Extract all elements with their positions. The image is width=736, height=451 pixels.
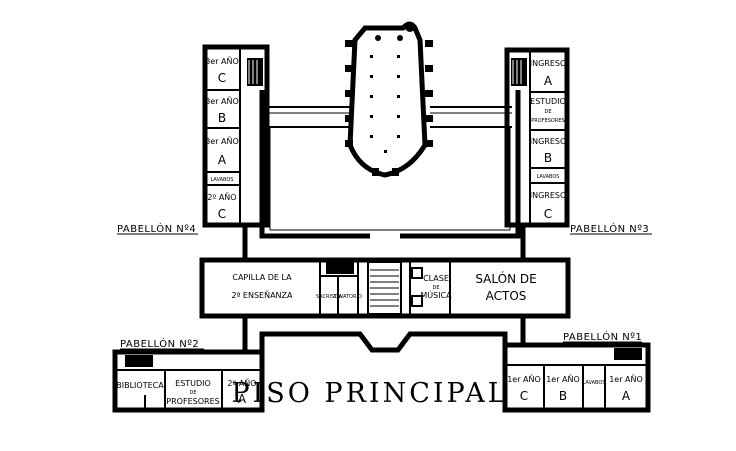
room-sacristia-label: SACRISTÍA xyxy=(316,293,343,300)
church-buttresses xyxy=(345,22,433,176)
room-ingreso-b-letter: B xyxy=(544,151,552,165)
pavilion-3-label: PABELLÓN Nº3 xyxy=(570,222,649,235)
room-ingreso-a-label: INGRESO xyxy=(530,59,567,68)
room-3a-letter: A xyxy=(218,153,227,167)
room-lavabos-left-label: LAVABOS xyxy=(211,177,234,183)
room-ingreso-c-letter: C xyxy=(544,207,552,221)
room-biblioteca-label: BIBLIOTECA xyxy=(116,381,164,390)
room-capilla-line2: 2ª ENSEÑANZA xyxy=(232,290,293,300)
room-estudio-left-line2: DE xyxy=(189,390,196,396)
room-ingreso-a-letter: A xyxy=(544,74,553,88)
room-1c-label: 1er AÑO xyxy=(507,374,541,384)
room-lavabos-right-label: LAVABOS xyxy=(537,174,560,180)
room-clase-musica-line1: CLASE xyxy=(423,274,449,283)
room-3c-letter: C xyxy=(218,71,226,85)
courtyard xyxy=(259,90,521,239)
room-estudio-right-line3: PROFESORES xyxy=(531,118,564,124)
room-1a-label: 1er AÑO xyxy=(609,374,643,384)
room-1b-letter: B xyxy=(559,389,567,403)
room-3b-label: 3er AÑO xyxy=(205,96,239,106)
room-2a-letter: A xyxy=(238,392,247,406)
bottom-left-wing xyxy=(112,349,265,413)
room-salon-line2: ACTOS xyxy=(486,289,527,303)
room-2c-label: 2º AÑO xyxy=(207,192,236,202)
room-clase-musica-line2: DE xyxy=(432,285,439,291)
room-salon-line1: SALÓN DE xyxy=(475,271,536,286)
room-lavatorio-label: LAVATORIO xyxy=(334,294,362,300)
room-3c-label: 3er AÑO xyxy=(205,56,239,66)
room-estudio-right-line1: ESTUDIO xyxy=(530,97,566,106)
plan-title: PISO PRINCIPAL xyxy=(231,378,508,409)
pavilion-2-label: PABELLÓN Nº2 xyxy=(120,337,199,350)
room-lavabos-bottom-label: LAVABOS xyxy=(583,380,606,386)
room-estudio-left-line3: PROFESORES xyxy=(166,397,219,406)
room-3a-label: 3er AÑO xyxy=(205,136,239,146)
church xyxy=(345,21,433,178)
room-3b-letter: B xyxy=(218,111,226,125)
lower-corridor xyxy=(242,316,526,410)
pavilion-1-label: PABELLÓN Nº1 xyxy=(563,330,642,343)
room-ingreso-b-label: INGRESO xyxy=(530,137,567,146)
left-wing xyxy=(202,44,270,260)
bottom-right-wing xyxy=(502,342,651,413)
room-1a-letter: A xyxy=(622,389,631,403)
church-corridors xyxy=(268,106,512,128)
room-ingreso-c-label: INGRESO xyxy=(530,191,567,200)
right-wing xyxy=(504,47,570,260)
room-estudio-left-line1: ESTUDIO xyxy=(175,379,211,388)
church-columns xyxy=(370,55,400,153)
room-estudio-right-line2: DE xyxy=(544,109,551,115)
middle-block xyxy=(199,257,571,319)
room-2a-label: 2º AÑO xyxy=(227,378,256,388)
pavilion-4-label: PABELLÓN Nº4 xyxy=(117,222,196,235)
room-capilla-line1: CAPILLA DE LA xyxy=(232,273,292,282)
room-2c-letter: C xyxy=(218,207,226,221)
room-1b-label: 1er AÑO xyxy=(546,374,580,384)
room-1c-letter: C xyxy=(520,389,528,403)
room-clase-musica-line3: MÚSICA xyxy=(420,289,452,300)
